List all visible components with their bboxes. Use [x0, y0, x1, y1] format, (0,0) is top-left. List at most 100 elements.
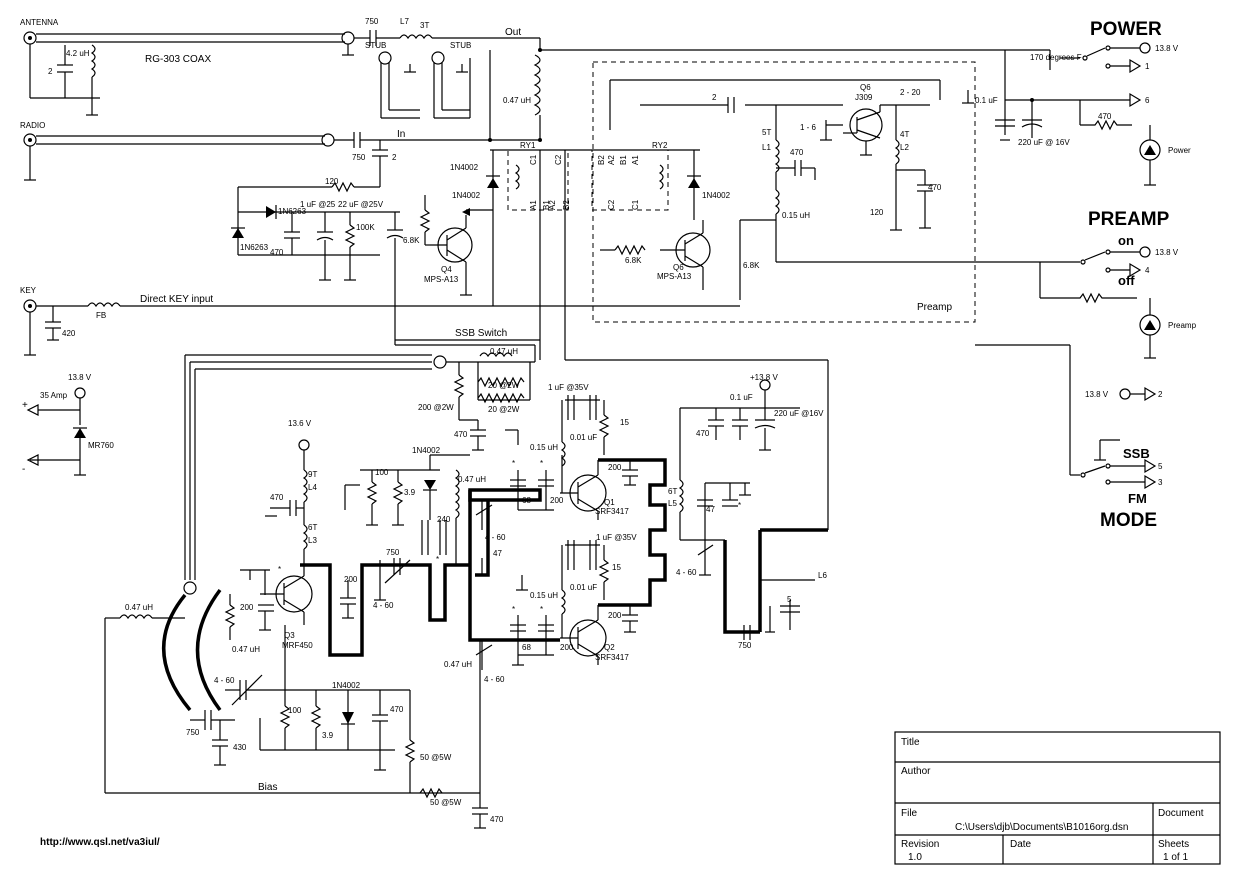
label-mps-q6: MPS-A13	[657, 272, 692, 281]
label-c750b: 750	[352, 153, 366, 162]
label-c4-60-left: 4 - 60	[214, 676, 235, 685]
out-label: Out	[505, 27, 521, 38]
tb-title: Title	[901, 737, 920, 748]
label-c220uf-top: 220 uF @ 16V	[1018, 138, 1070, 147]
stub-label-2: STUB	[450, 41, 471, 50]
text-labels: ANTENNA RADIO KEY RG-303 COAX Out In STU…	[20, 17, 1197, 848]
label-srf1: SRF3417	[595, 507, 629, 516]
label-c420: 420	[62, 329, 76, 338]
fm-label: FM	[1128, 491, 1147, 506]
preamp-switch	[975, 246, 1161, 490]
label-l3: L3	[308, 536, 317, 545]
label-c750-out: 750	[738, 641, 752, 650]
label-l2-4t: 4T	[900, 130, 909, 139]
label-c2-20: 2 - 20	[900, 88, 921, 97]
label-c01uf-out: 0.1 uF	[730, 393, 753, 402]
on-label: on	[1118, 233, 1134, 248]
tb-file: File	[901, 808, 918, 819]
conn-138v-3: 13.8 V	[1085, 390, 1109, 399]
mode-heading: MODE	[1100, 510, 1157, 531]
label-r100-b: 100	[288, 706, 302, 715]
antenna-section	[23, 30, 540, 181]
coax-label: RG-303 COAX	[145, 54, 211, 65]
conn-plus138v: +13.8 V	[750, 373, 778, 382]
tb-revision: Revision	[901, 839, 939, 850]
label-l4-9t: 9T	[308, 470, 317, 479]
label-c2-pre: 2	[712, 93, 717, 102]
label-star-2: *	[512, 459, 515, 468]
label-mr760: MR760	[88, 441, 114, 450]
label-c4-60-out: 4 - 60	[676, 568, 697, 577]
label-star-7: *	[436, 555, 439, 564]
label-c470-bb: 470	[390, 705, 404, 714]
off-label: off	[1118, 273, 1135, 288]
label-1n4002-a: 1N4002	[450, 163, 479, 172]
label-c68-a: 68	[522, 496, 531, 505]
label-l015-b: 0.15 uH	[530, 591, 558, 600]
label-c4-60-q2: 4 - 60	[484, 675, 505, 684]
label-c68-b: 68	[522, 643, 531, 652]
label-l2: L2	[900, 143, 909, 152]
ry2-label: RY2	[652, 141, 668, 150]
label-c470-out: 470	[696, 429, 710, 438]
label-c200-q1: 200	[608, 463, 622, 472]
label-q6: Q6	[860, 83, 871, 92]
conn-138v-2: 13.8 V	[1155, 248, 1179, 257]
label-r120-pre: 120	[870, 208, 884, 217]
ry1-pin-c1: C1	[529, 154, 538, 165]
stub-label-1: STUB	[365, 41, 386, 50]
temp-switch-label: 170 degrees F	[1030, 53, 1082, 62]
label-c200-q2: 200	[608, 611, 622, 620]
label-star-6: *	[738, 501, 741, 510]
label-r50-5w-b: 50 @5W	[430, 798, 462, 807]
label-1n6263-b: 1N6263	[240, 243, 269, 252]
label-l015-a: 0.15 uH	[530, 443, 558, 452]
label-c470-bot: 470	[490, 815, 504, 824]
preamp-box-label: Preamp	[917, 302, 952, 313]
label-l4: L4	[308, 483, 317, 492]
tb-path: C:\Users\djb\Documents\B1016org.dsn	[955, 822, 1128, 833]
bias-section	[23, 150, 829, 530]
label-c4-60-a: 4 - 60	[485, 533, 506, 542]
label-c470-pre: 470	[928, 183, 942, 192]
power-amplifier	[104, 345, 828, 829]
label-c47-l5: 47	[706, 505, 715, 514]
label-l047-left: 0.47 uH	[125, 603, 153, 612]
ry2-pin-b1: B1	[619, 155, 628, 165]
title-block: Title Author File C:\Users\djb\Documents…	[894, 731, 1221, 865]
label-c200-a: 200	[550, 496, 564, 505]
ssb-label: SSB	[1123, 446, 1150, 461]
label-c01uf-top: 0.1 uF	[975, 96, 998, 105]
label-q1: Q1	[604, 498, 615, 507]
label-c200-b: 200	[560, 643, 574, 652]
bias-label: Bias	[258, 782, 277, 793]
label-r15-a: 15	[620, 418, 629, 427]
label-q3: Q3	[284, 631, 295, 640]
label-l1-5t: 5T	[762, 128, 771, 137]
tb-sheets: Sheets	[1158, 839, 1189, 850]
label-r68-q6: 6.8K	[625, 256, 642, 265]
label-r39-b: 3.9	[322, 731, 334, 740]
conn-pin-6: 6	[1145, 96, 1150, 105]
label-c470-l1: 470	[790, 148, 804, 157]
label-r39-a: 3.9	[404, 488, 416, 497]
label-l1: L1	[762, 143, 771, 152]
label-l5-6t: 6T	[668, 487, 677, 496]
label-l047-q2: 0.47 uH	[444, 660, 472, 669]
label-r15-b: 15	[612, 563, 621, 572]
amp35-label: 35 Amp	[40, 391, 68, 400]
direct-key-label: Direct KEY input	[140, 294, 213, 305]
tb-sheets-val: 1 of 1	[1163, 852, 1188, 863]
label-l047-top: 0.47 uH	[503, 96, 531, 105]
label-c5: 5	[787, 595, 792, 604]
label-c2-ant: 2	[48, 67, 53, 76]
label-c1uf25: 1 uF @25	[300, 200, 336, 209]
key-label: KEY	[20, 286, 37, 295]
label-l047-q3: 0.47 uH	[232, 645, 260, 654]
ry2-pin-c2: C2	[607, 199, 616, 210]
ry1-pin-b1: B1	[542, 200, 551, 210]
label-l047-mid: 0.47 uH	[458, 475, 486, 484]
power-led-label: Power	[1168, 146, 1191, 155]
conn-pin-2: 2	[1158, 390, 1163, 399]
